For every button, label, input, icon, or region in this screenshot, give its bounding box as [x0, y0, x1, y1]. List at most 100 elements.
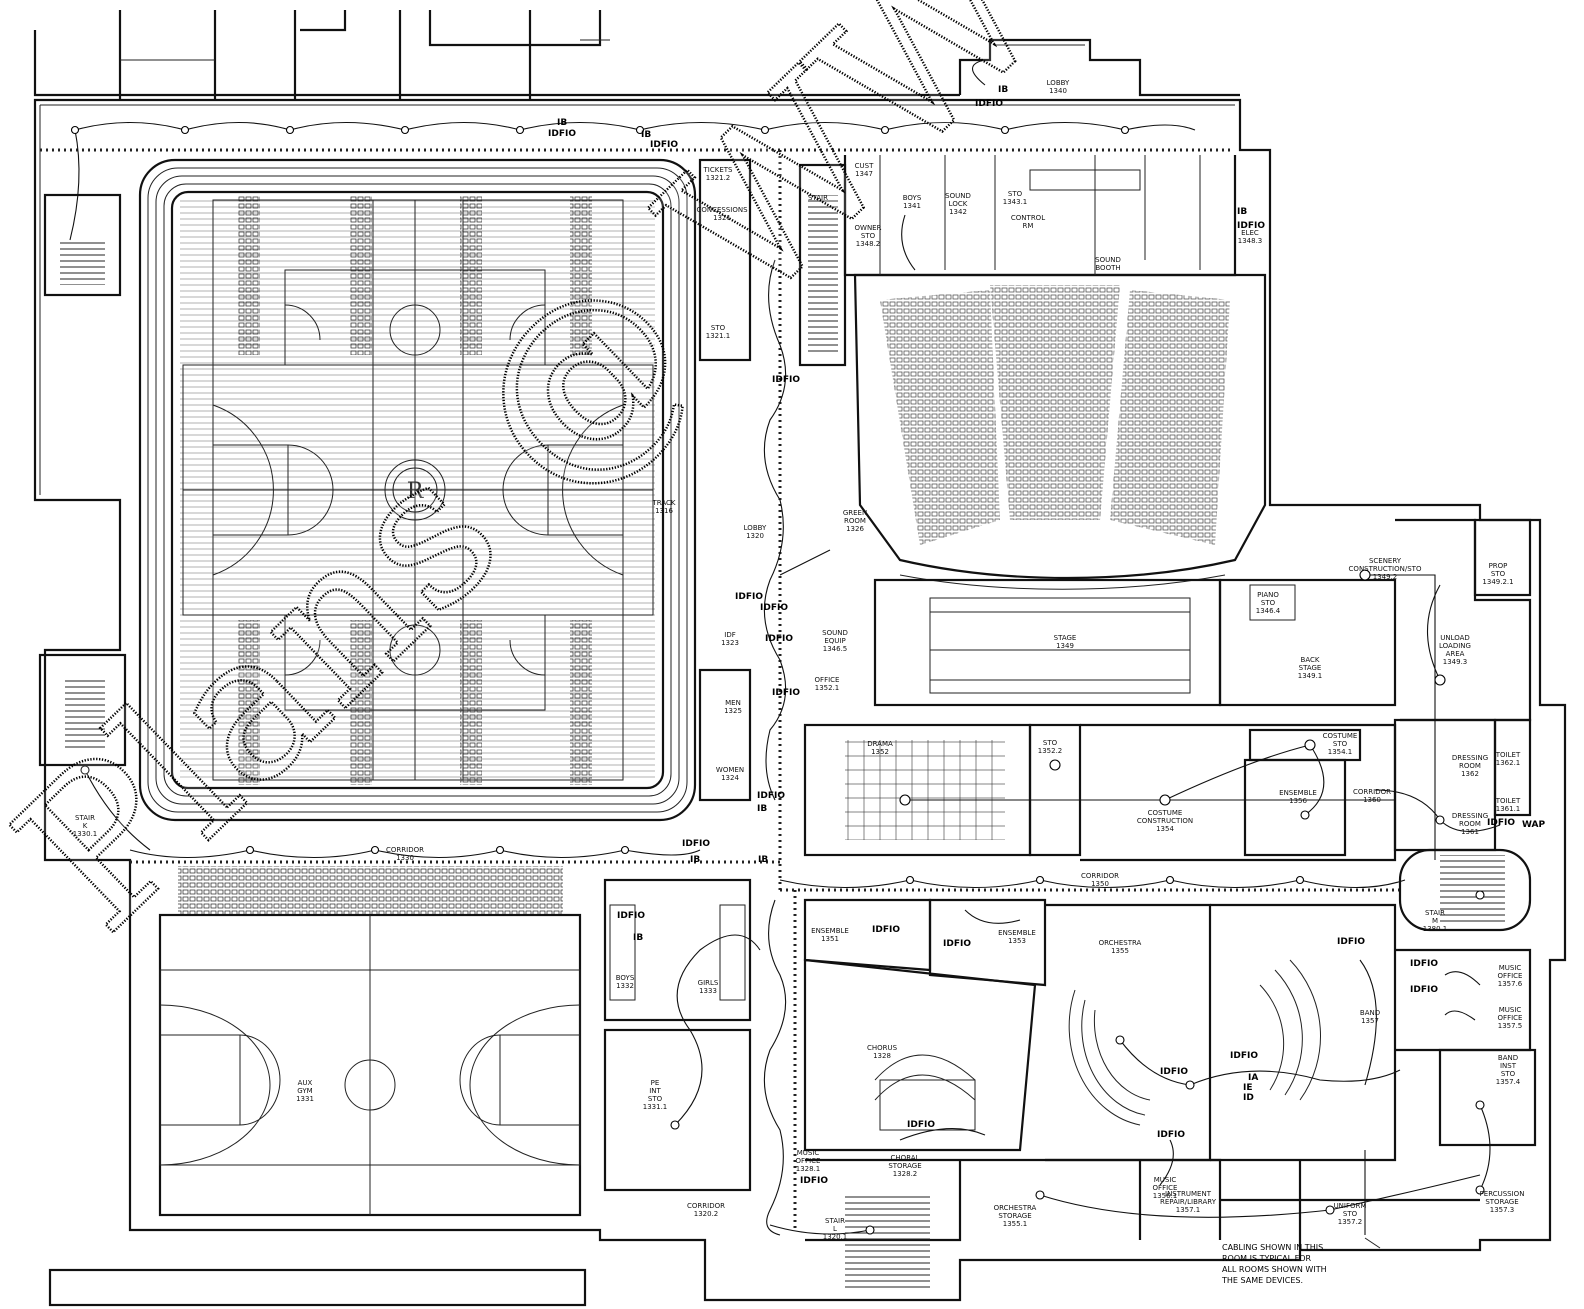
room-label-sound-lock: 1342: [949, 208, 967, 216]
room-label-control: RM: [1023, 222, 1034, 230]
room-label-toilet-b: TOILET: [1495, 797, 1521, 805]
room-label-ensemble-1356: 1356: [1289, 797, 1307, 805]
room-label-sound-booth: SOUND: [1095, 256, 1121, 264]
room-label-stair-top: STAIR: [808, 194, 828, 202]
room-label-aux-gym: 1331: [296, 1095, 314, 1103]
room-label-women: WOMEN: [716, 766, 744, 774]
room-label-concessions: 1321: [713, 214, 731, 222]
device-tag-idfio: IDFIO: [975, 99, 1003, 109]
device-tag-idfio: IDFIO: [907, 1120, 935, 1130]
room-label-toilet-b: 1361.1: [1496, 805, 1521, 813]
room-label-band-inst: 1357.4: [1496, 1078, 1521, 1086]
room-label-stair-k: 1330.1: [73, 830, 98, 838]
room-label-costume-con: 1354: [1156, 825, 1174, 833]
room-label-drama: 1352: [871, 748, 889, 756]
room-label-orchestra: 1355: [1111, 947, 1129, 955]
room-label-corridor-1360: 1360: [1363, 796, 1381, 804]
device-tag-id: ID: [1243, 1093, 1254, 1103]
room-label-dressing-1362: DRESSING: [1452, 754, 1488, 762]
room-label-drama: DRAMA: [867, 740, 893, 748]
room-label-corridor-1320: 1320.2: [694, 1210, 719, 1218]
room-label-instrument: REPAIR/LIBRARY: [1160, 1198, 1217, 1206]
device-tag-idfio: IDFIO: [1230, 1051, 1258, 1061]
room-label-sound-equip: SOUND: [822, 629, 848, 637]
room-label-stair-k: STAIR: [75, 814, 95, 822]
room-label-lobby-1320: LOBBY: [744, 524, 767, 532]
device-tag-wap: WAP: [1522, 820, 1545, 830]
room-label-dressing-1361: ROOM: [1459, 820, 1481, 828]
room-label-pe-sto: INT: [649, 1087, 661, 1095]
room-label-unload: UNLOAD: [1440, 634, 1470, 642]
room-label-chorus: CHORUS: [867, 1044, 898, 1052]
room-label-sound-lock: LOCK: [949, 200, 968, 208]
room-label-ensemble-1353: 1353: [1008, 937, 1026, 945]
room-label-band-inst: INST: [1500, 1062, 1517, 1070]
device-tag-idfio: IDFIO: [1237, 221, 1265, 231]
room-label-music-office-c: MUSIC: [797, 1149, 820, 1157]
room-label-ensemble-1351: ENSEMBLE: [811, 927, 849, 935]
room-label-office-1352: 1352.1: [815, 684, 840, 692]
room-label-sto-1321: STO: [711, 324, 726, 332]
room-label-piano-sto: STO: [1261, 599, 1276, 607]
room-label-band-inst: BAND: [1498, 1054, 1518, 1062]
room-label-choral-sto: STORAGE: [888, 1162, 921, 1170]
room-label-sound-booth: BOOTH: [1095, 264, 1120, 272]
room-label-aux-gym: GYM: [297, 1087, 312, 1095]
room-label-stair-m: 1380.1: [1423, 925, 1448, 933]
device-tag-idfio: IDFIO: [1487, 818, 1515, 828]
room-label-boys-1332: BOYS: [616, 974, 635, 982]
room-label-music-office-d: 1356.1: [1153, 1192, 1178, 1200]
room-label-corridor-1350: 1350: [1091, 880, 1109, 888]
room-label-back-stage: STAGE: [1299, 664, 1322, 672]
room-label-owner-sto: STO: [861, 232, 876, 240]
room-label-boys-1332: 1332: [616, 982, 634, 990]
north-service-rooms: [843, 155, 1237, 277]
support-rooms: [803, 718, 1532, 932]
device-tag-idfio: IDFIO: [872, 925, 900, 935]
room-label-elec: 1348.3: [1238, 237, 1263, 245]
room-label-idf: IDF: [724, 631, 735, 639]
room-label-orch-sto: 1355.1: [1003, 1220, 1028, 1228]
room-label-sto-1352: STO: [1043, 739, 1058, 747]
room-label-music-office-a: OFFICE: [1498, 972, 1523, 980]
room-label-corridor-1330: 1330: [396, 854, 414, 862]
room-label-back-stage: 1349.1: [1298, 672, 1323, 680]
room-label-scenery: CONSTRUCTION/STO: [1349, 565, 1422, 573]
room-label-music-office-c: OFFICE: [796, 1157, 821, 1165]
room-label-choral-sto: 1328.2: [893, 1170, 918, 1178]
room-label-stair-l: STAIR: [825, 1217, 845, 1225]
device-tag-idfio: IDFIO: [548, 129, 576, 139]
room-label-band: 1357: [1361, 1017, 1379, 1025]
device-tag-ib: IB: [641, 130, 651, 140]
room-label-uniform: STO: [1343, 1210, 1358, 1218]
devices: [70, 125, 1485, 1235]
room-label-costume-sto: 1354.1: [1328, 748, 1353, 756]
room-label-stage: 1349: [1056, 642, 1074, 650]
room-label-lobby-1320: 1320: [746, 532, 764, 540]
room-label-sound-equip: EQUIP: [824, 637, 845, 645]
room-label-stair-k: K: [83, 822, 88, 830]
room-label-music-office-c: 1328.1: [796, 1165, 821, 1173]
room-label-track: TRACK: [652, 499, 676, 507]
device-tag-idfio: IDFIO: [650, 140, 678, 150]
room-label-aux-gym: AUX: [298, 1079, 313, 1087]
room-label-stage: STAGE: [1054, 634, 1077, 642]
device-tag-ia: IA: [1248, 1073, 1258, 1083]
device-tag-idfio: IDFIO: [682, 839, 710, 849]
room-label-music-office-a: 1357.6: [1498, 980, 1523, 988]
room-label-owner-sto: OWNER: [855, 224, 882, 232]
device-tag-idfio: IDFIO: [617, 911, 645, 921]
room-label-chorus: 1328: [873, 1052, 891, 1060]
room-label-pe-sto: STO: [648, 1095, 663, 1103]
device-tag-idfio: IDFIO: [800, 1176, 828, 1186]
room-label-tickets: 1321.2: [706, 174, 731, 182]
room-label-sto-1343: STO: [1008, 190, 1023, 198]
room-label-control: CONTROL: [1011, 214, 1045, 222]
room-label-idf: 1323: [721, 639, 739, 647]
device-tag-idfio: IDFIO: [772, 375, 800, 385]
room-label-owner-sto: 1348.2: [856, 240, 881, 248]
room-label-percussion: PERCUSSION: [1480, 1190, 1525, 1198]
device-tag-idfio: IDFIO: [1160, 1067, 1188, 1077]
room-label-band-inst: STO: [1501, 1070, 1516, 1078]
